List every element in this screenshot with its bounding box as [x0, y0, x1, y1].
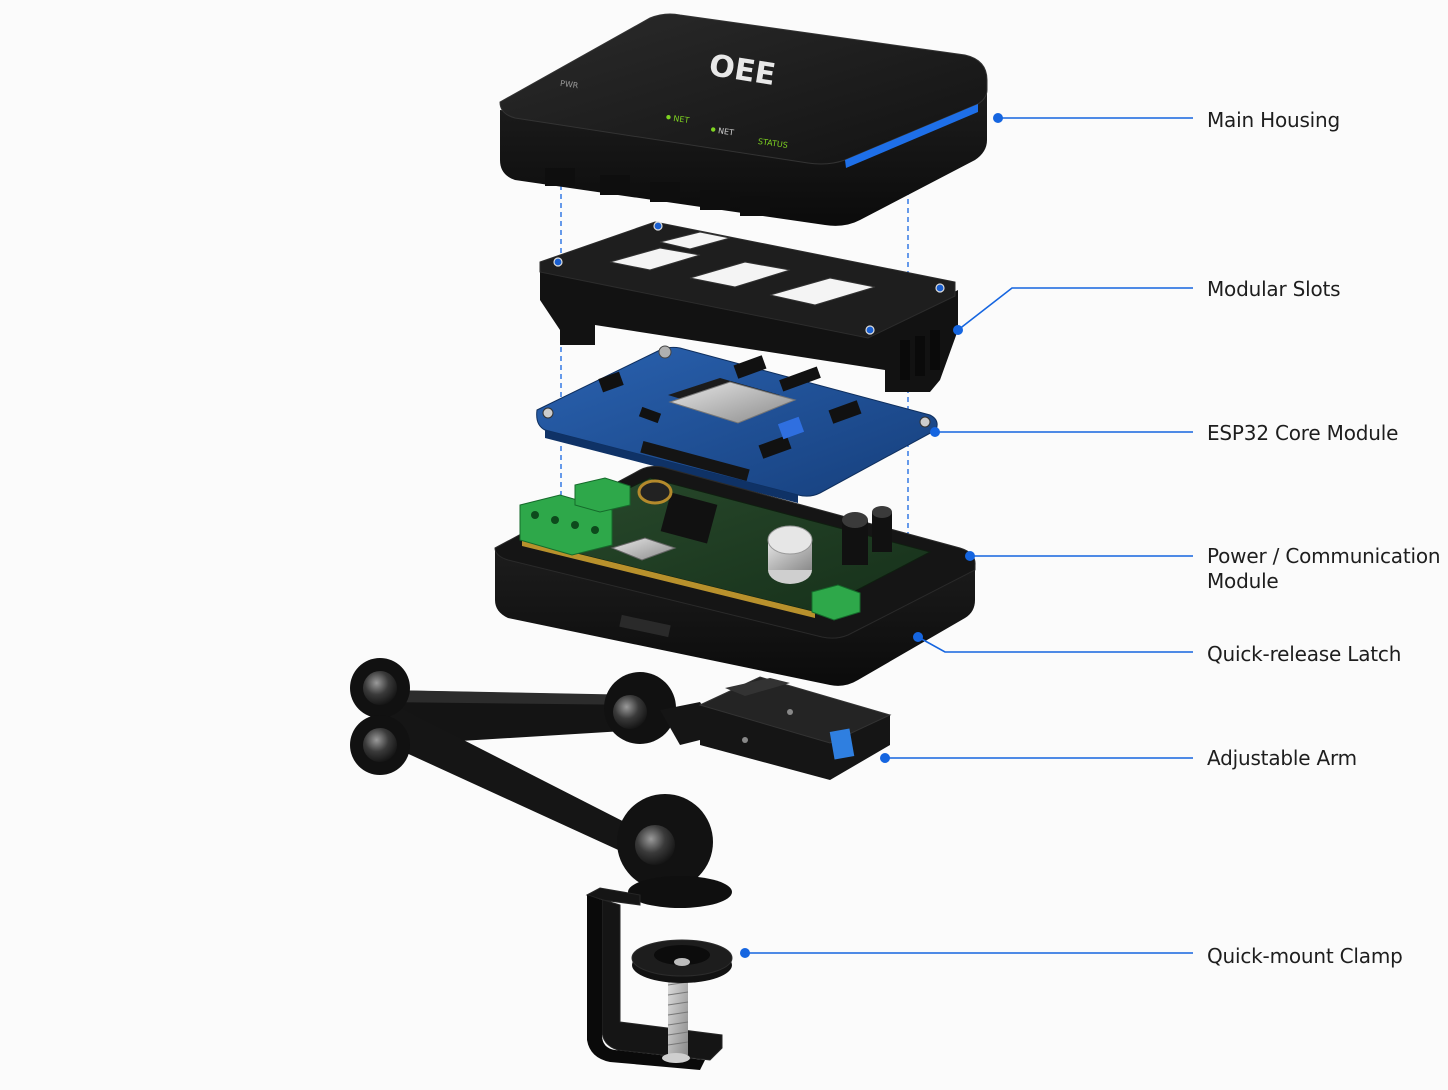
indicator-label-status: STATUS	[757, 137, 788, 150]
led-net-1	[666, 114, 671, 120]
callout-adjustable-arm: Adjustable Arm	[1207, 746, 1357, 770]
callout-quick-release-latch: Quick-release Latch	[1207, 642, 1402, 666]
leader-lines	[745, 117, 1193, 954]
main-housing: OEE PWR NET NET STATUS	[499, 13, 988, 226]
power-comm-module	[494, 465, 976, 686]
esp32-core-pcb	[536, 345, 938, 503]
callout-quick-mount-clamp: Quick-mount Clamp	[1207, 944, 1403, 968]
adjustable-arm	[350, 658, 720, 890]
quick-mount-clamp	[585, 876, 733, 1070]
modular-slots-frame	[539, 221, 958, 392]
callout-power-communication-module: Power / Communication Module	[1207, 544, 1441, 593]
indicator-label-pwr: PWR	[560, 79, 580, 91]
indicator-label-net-2: NET	[717, 126, 734, 137]
callout-main-housing: Main Housing	[1207, 108, 1341, 132]
leader-quick-release-latch	[917, 636, 1193, 653]
quick-release-latch-mount	[698, 676, 892, 780]
leader-dots	[740, 113, 1003, 958]
leader-modular-slots	[957, 287, 1193, 331]
callout-modular-slots: Modular Slots	[1207, 277, 1341, 301]
indicator-label-net-1: NET	[673, 114, 690, 125]
callout-esp32-core-module: ESP32 Core Module	[1207, 421, 1399, 445]
led-net-2	[710, 127, 716, 132]
